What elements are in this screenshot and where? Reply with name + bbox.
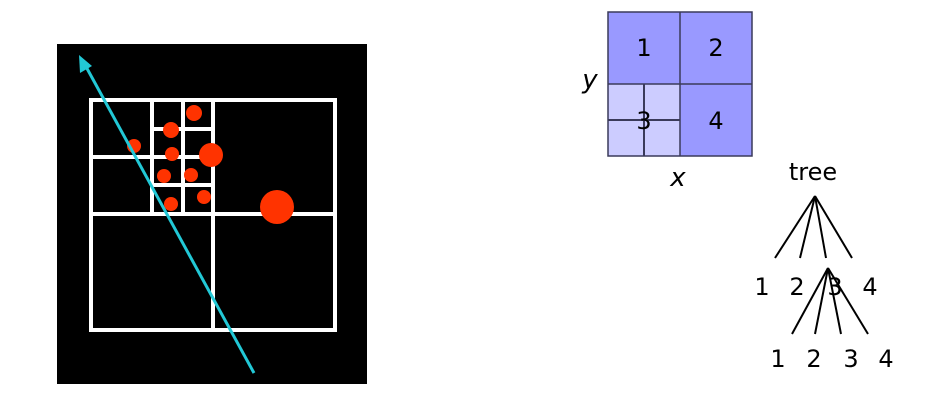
- quadtree-scene: [57, 44, 367, 384]
- tree-node-4: 4: [862, 273, 877, 301]
- object: [157, 169, 171, 183]
- quadrant-label-2: 2: [708, 34, 723, 62]
- object: [197, 190, 211, 204]
- tree-edge: [814, 267, 829, 335]
- tree-edge: [814, 195, 827, 259]
- tree-subnode-1: 1: [770, 345, 785, 373]
- scene-objects: [127, 105, 294, 224]
- tree-edges-level1: [774, 195, 853, 259]
- tree-node-1: 1: [754, 273, 769, 301]
- tree-diagram: tree 1 2 3 4 1 2 3 4: [754, 158, 893, 373]
- quadrant-label-1: 1: [636, 34, 651, 62]
- ray-line: [82, 62, 256, 374]
- tree-edges-level2: [791, 267, 869, 335]
- tree-edge: [799, 195, 816, 259]
- tree-edge: [774, 195, 816, 259]
- quadrant-1: [608, 12, 680, 84]
- tree-node-2: 2: [789, 273, 804, 301]
- object: [164, 197, 178, 211]
- tree-subnode-3: 3: [843, 345, 858, 373]
- object: [163, 122, 179, 138]
- ray-arrowhead: [79, 55, 92, 73]
- tree-edge: [791, 267, 829, 335]
- quadrant-4: [680, 84, 752, 156]
- tree-edge: [814, 195, 853, 259]
- object: [165, 147, 179, 161]
- object: [199, 143, 223, 167]
- quadrant-borders: [607, 11, 753, 157]
- axis-label-x: x: [669, 163, 686, 193]
- tree-subnode-2: 2: [806, 345, 821, 373]
- tree-root-label: tree: [789, 158, 837, 186]
- tree-edge: [827, 267, 842, 335]
- object: [186, 105, 202, 121]
- quadrant-grid: 1 2 3 4 y x: [581, 11, 753, 193]
- quadrant-label-4: 4: [708, 107, 723, 135]
- object: [184, 168, 198, 182]
- quadrant-2: [680, 12, 752, 84]
- tree-subnode-4: 4: [878, 345, 893, 373]
- tree-edge: [827, 267, 869, 335]
- scene-grid: [89, 98, 337, 332]
- ray: [79, 55, 256, 374]
- object: [260, 190, 294, 224]
- quadrant-label-3: 3: [636, 107, 651, 135]
- axis-label-y: y: [581, 65, 598, 95]
